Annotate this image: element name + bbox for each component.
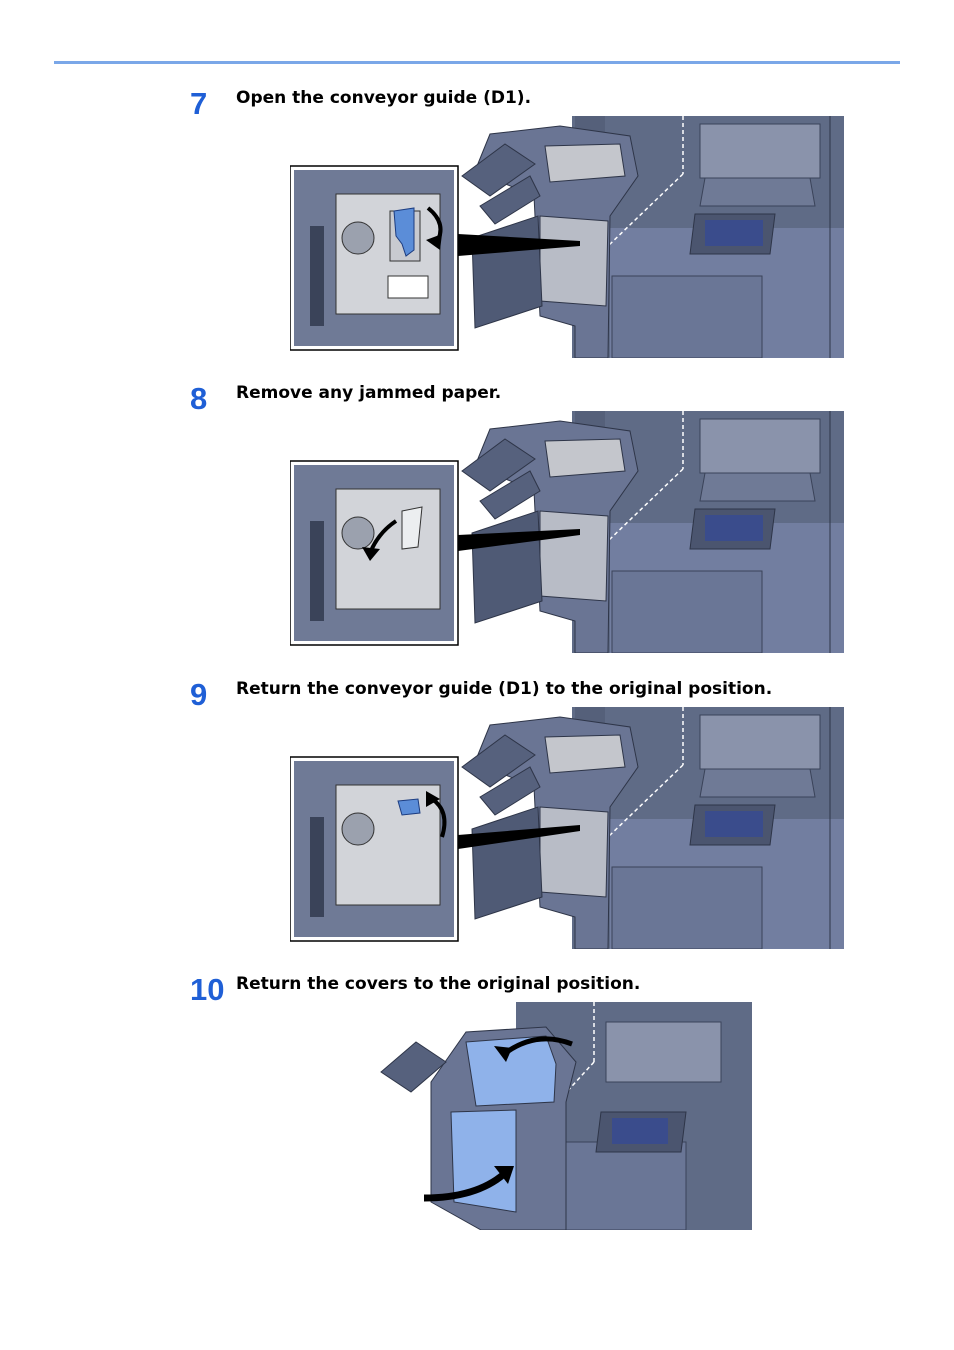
step-7-illustration xyxy=(290,116,844,358)
step-8-text: Remove any jammed paper. xyxy=(236,383,502,403)
step-10-text: Return the covers to the original positi… xyxy=(236,974,641,994)
step-10-number: 10 xyxy=(190,972,225,1007)
step-9-illustration xyxy=(290,707,844,949)
step-7-text: Open the conveyor guide (D1). xyxy=(236,88,532,108)
step-8-number: 8 xyxy=(190,381,208,416)
step-8-illustration xyxy=(290,411,844,653)
step-7-number: 7 xyxy=(190,86,208,121)
step-10-illustration xyxy=(376,1002,752,1230)
header-rule xyxy=(54,61,900,64)
step-9-text: Return the conveyor guide (D1) to the or… xyxy=(236,679,773,699)
step-9-number: 9 xyxy=(190,677,208,712)
